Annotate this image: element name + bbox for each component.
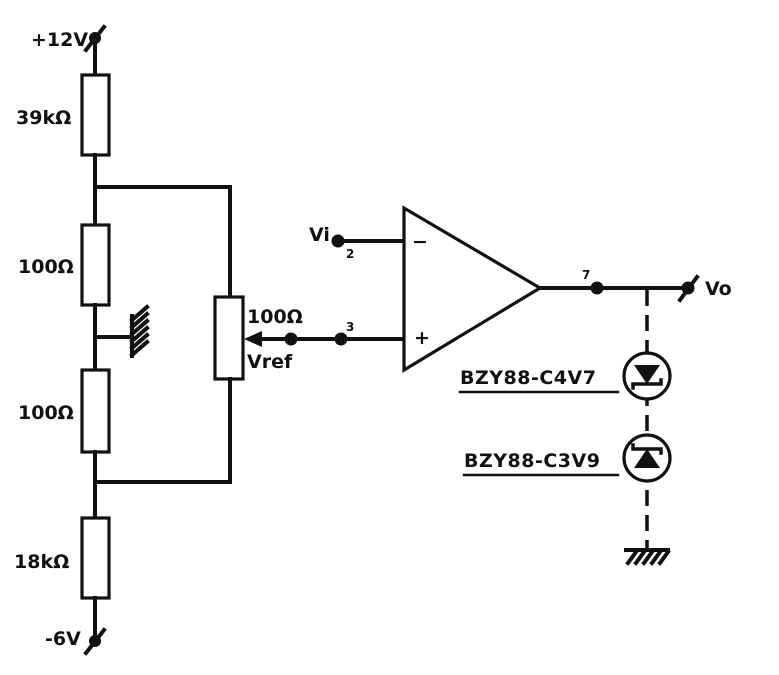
op-amp-minus: − (412, 231, 428, 253)
label-100-upper: 100Ω (18, 256, 74, 278)
resistor-39k (80, 73, 111, 157)
label-100-lower: 100Ω (18, 402, 74, 424)
label-18k: 18kΩ (14, 551, 69, 573)
label-pin-3: 3 (346, 320, 354, 334)
input-vi (331, 234, 406, 248)
zener-clamp (622, 290, 672, 566)
resistor-100-upper (80, 223, 111, 307)
potentiometer-100 (213, 295, 245, 381)
terminal-negative (83, 627, 107, 656)
label-pot-100: 100Ω (247, 306, 303, 328)
label-39k: 39kΩ (16, 107, 71, 129)
label-minus-6v: -6V (45, 628, 81, 650)
op-amp (402, 205, 544, 373)
label-vi: Vi (309, 224, 330, 246)
terminal-positive (83, 24, 107, 53)
resistor-18k (80, 516, 111, 600)
potentiometer-branch (93, 185, 245, 484)
op-amp-plus: + (414, 327, 430, 349)
resistor-100-lower (80, 368, 111, 454)
label-pin-2: 2 (346, 247, 354, 261)
output-line (538, 274, 700, 303)
ground-tap (93, 304, 150, 358)
label-vref: Vref (247, 351, 293, 373)
label-plus-12v: +12V (31, 29, 88, 51)
label-vo: Vo (705, 278, 732, 300)
label-pin-7: 7 (582, 268, 590, 282)
label-zener-upper: BZY88-C4V7 (460, 367, 596, 389)
label-zener-lower: BZY88-C3V9 (464, 450, 600, 472)
wiper-arrow (244, 331, 406, 347)
